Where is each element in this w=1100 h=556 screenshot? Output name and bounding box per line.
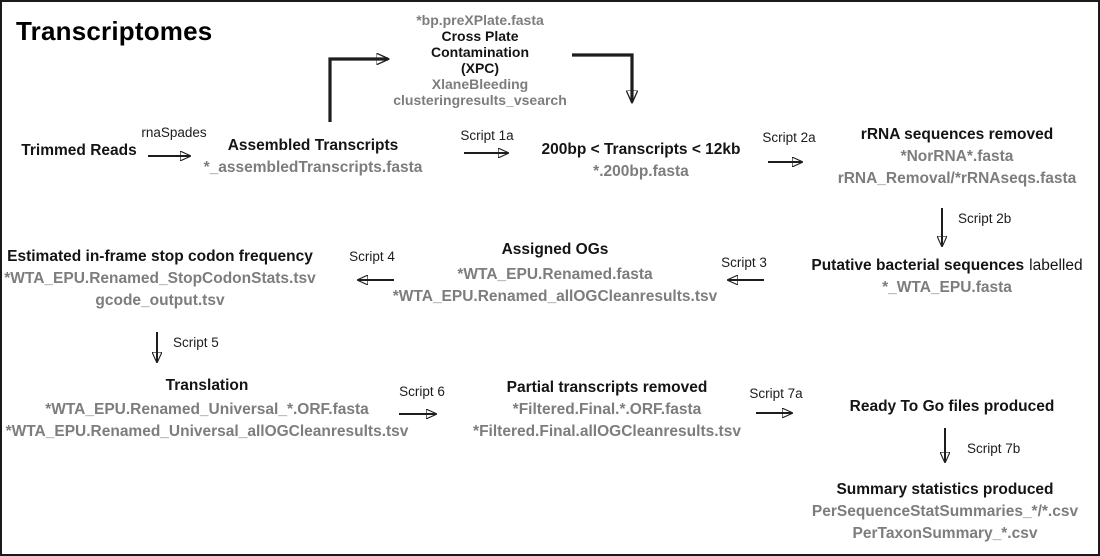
- node-file: *_assembledTranscripts.fasta: [203, 159, 423, 176]
- node-title: (XPC): [460, 60, 500, 76]
- node-title: Ready To Go files produced: [849, 398, 1055, 415]
- node-file: *Filtered.Final.allOGCleanresults.tsv: [473, 423, 741, 440]
- node-title: Trimmed Reads: [21, 142, 137, 159]
- node-translation: Translation *WTA_EPU.Renamed_Universal_*…: [2, 375, 412, 443]
- arrow-label-script-7a: Script 7a: [749, 386, 803, 401]
- node-cross-plate-contamination: *bp.preXPlate.fasta Cross Plate Contamin…: [360, 12, 600, 108]
- node-file: *_WTA_EPU.fasta: [882, 279, 1012, 296]
- node-title: Partial transcripts removed: [506, 379, 708, 396]
- node-size-filtered: 200bp < Transcripts < 12kb *.200bp.fasta: [531, 139, 751, 183]
- node-title: Cross Plate: [441, 28, 519, 44]
- node-trimmed-reads: Trimmed Reads: [12, 140, 146, 162]
- node-title: Summary statistics produced: [836, 481, 1054, 498]
- node-file: *WTA_EPU.Renamed_Universal_allOGCleanres…: [5, 423, 409, 440]
- arrow-label-script-5: Script 5: [173, 335, 219, 350]
- node-file: *.200bp.fasta: [593, 163, 689, 180]
- node-file: PerSequenceStatSummaries_*/*.csv: [811, 503, 1079, 520]
- arrow-label-script-4: Script 4: [349, 249, 395, 264]
- node-title: Estimated in-frame stop codon frequency: [7, 248, 313, 265]
- node-title: rRNA sequences removed: [860, 126, 1054, 143]
- node-file: *WTA_EPU.Renamed_Universal_*.ORF.fasta: [45, 401, 369, 418]
- node-file: *Filtered.Final.*.ORF.fasta: [512, 401, 702, 418]
- node-title-regular: labelled: [1029, 257, 1083, 274]
- node-file: *WTA_EPU.Renamed_StopCodonStats.tsv: [4, 270, 316, 287]
- node-title-bold: Putative bacterial sequences: [811, 257, 1025, 274]
- node-assembled-transcripts: Assembled Transcripts *_assembledTranscr…: [193, 135, 433, 179]
- node-summary-stats: Summary statistics produced PerSequenceS…: [805, 479, 1085, 545]
- node-assigned-ogs: Assigned OGs *WTA_EPU.Renamed.fasta *WTA…: [390, 239, 720, 308]
- node-title: Contamination: [431, 44, 529, 60]
- node-file: *NorRNA*.fasta: [900, 148, 1014, 165]
- node-partial-removed: Partial transcripts removed *Filtered.Fi…: [462, 377, 752, 443]
- node-title: Translation: [165, 377, 249, 394]
- node-file: clusteringresults_vsearch: [393, 92, 567, 108]
- node-ready-to-go: Ready To Go files produced: [837, 396, 1067, 418]
- arrow-label-script-6: Script 6: [399, 384, 445, 399]
- node-title: 200bp < Transcripts < 12kb: [541, 141, 741, 158]
- node-file: *WTA_EPU.Renamed_allOGCleanresults.tsv: [392, 288, 718, 305]
- node-title: Assembled Transcripts: [227, 137, 399, 154]
- node-stop-codon-frequency: Estimated in-frame stop codon frequency …: [2, 246, 318, 312]
- arrow-xpc-to-size-filter: [572, 53, 632, 102]
- node-file: rRNA_Removal/*rRNAseqs.fasta: [837, 170, 1077, 187]
- node-title: Assigned OGs: [501, 241, 609, 258]
- node-file: XlaneBleeding: [431, 76, 529, 92]
- arrow-label-rnaspades: rnaSpades: [141, 125, 207, 140]
- arrow-label-script-7b: Script 7b: [967, 441, 1021, 456]
- node-rrna-removed: rRNA sequences removed *NorRNA*.fasta rR…: [822, 124, 1092, 190]
- node-input-file: *bp.preXPlate.fasta: [416, 12, 544, 28]
- node-file: PerTaxonSummary_*.csv: [852, 525, 1038, 542]
- page-title: Transcriptomes: [16, 16, 213, 46]
- node-file: *WTA_EPU.Renamed.fasta: [457, 266, 653, 283]
- arrow-label-script-3: Script 3: [721, 255, 767, 270]
- arrow-label-script-2b: Script 2b: [958, 211, 1012, 226]
- arrow-label-script-2a: Script 2a: [762, 130, 816, 145]
- arrow-assembled-to-xpc: [328, 59, 388, 122]
- node-file: gcode_output.tsv: [95, 292, 225, 309]
- arrow-label-script-1a: Script 1a: [460, 128, 514, 143]
